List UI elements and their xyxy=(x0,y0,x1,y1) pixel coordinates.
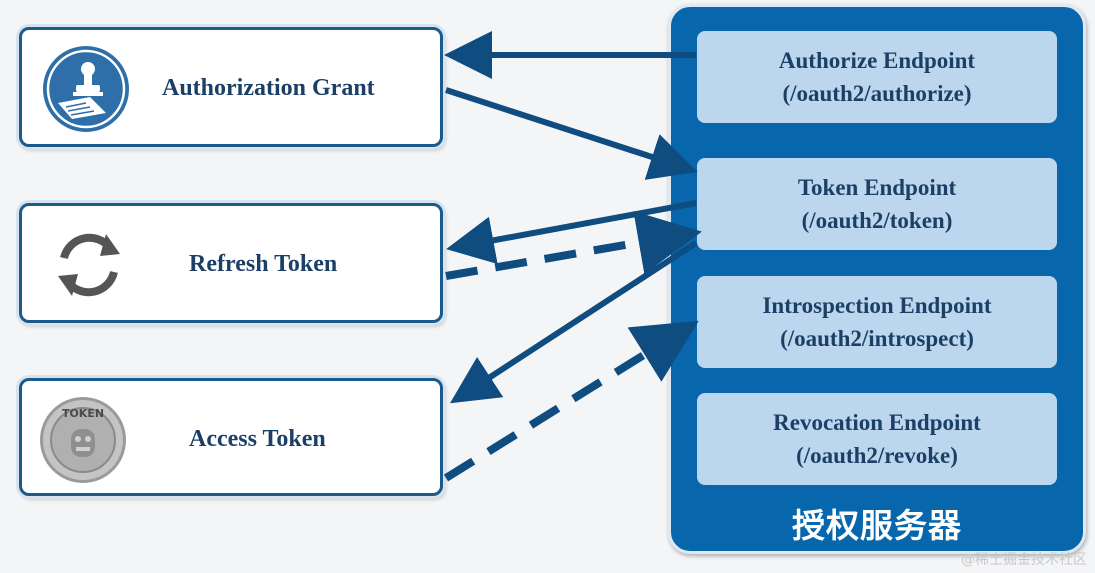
arrow-grant-to-token xyxy=(445,87,698,180)
revocation-endpoint: Revocation Endpoint (/oauth2/revoke) xyxy=(697,393,1057,485)
revocation-endpoint-path: (/oauth2/revoke) xyxy=(796,443,958,468)
authorization-server: Authorize Endpoint (/oauth2/authorize) T… xyxy=(668,4,1086,554)
arrow-token-to-access xyxy=(449,240,698,404)
access-token-label: Access Token xyxy=(189,426,326,452)
arrow-refresh-to-token-dashed xyxy=(445,211,702,280)
introspection-endpoint-path: (/oauth2/introspect) xyxy=(780,326,974,351)
arrow-access-to-introspection-dashed xyxy=(443,320,699,482)
introspection-endpoint: Introspection Endpoint (/oauth2/introspe… xyxy=(697,276,1057,368)
server-title: 授权服务器 xyxy=(792,506,962,545)
authorize-endpoint-path: (/oauth2/authorize) xyxy=(782,81,972,106)
authorization-grant-box: Authorization Grant xyxy=(19,27,443,147)
token-endpoint-path: (/oauth2/token) xyxy=(801,208,953,233)
authorization-grant-label: Authorization Grant xyxy=(162,75,375,101)
authorize-endpoint: Authorize Endpoint (/oauth2/authorize) xyxy=(697,31,1057,123)
token-coin-icon: TOKEN xyxy=(38,395,128,490)
stamp-icon xyxy=(42,45,130,138)
refresh-token-label: Refresh Token xyxy=(189,251,338,277)
refresh-token-box: Refresh Token xyxy=(19,203,443,323)
token-endpoint-name: Token Endpoint xyxy=(797,175,957,200)
access-token-box: TOKEN Access Token xyxy=(19,378,443,496)
token-endpoint: Token Endpoint (/oauth2/token) xyxy=(697,158,1057,250)
arrow-token-to-refresh xyxy=(446,200,697,264)
coin-text: TOKEN xyxy=(62,407,104,420)
introspection-endpoint-name: Introspection Endpoint xyxy=(762,293,992,318)
refresh-icon xyxy=(48,224,130,311)
revocation-endpoint-name: Revocation Endpoint xyxy=(773,410,981,435)
watermark: @稀土掘金技术社区 xyxy=(961,552,1087,568)
authorize-endpoint-name: Authorize Endpoint xyxy=(778,48,976,73)
